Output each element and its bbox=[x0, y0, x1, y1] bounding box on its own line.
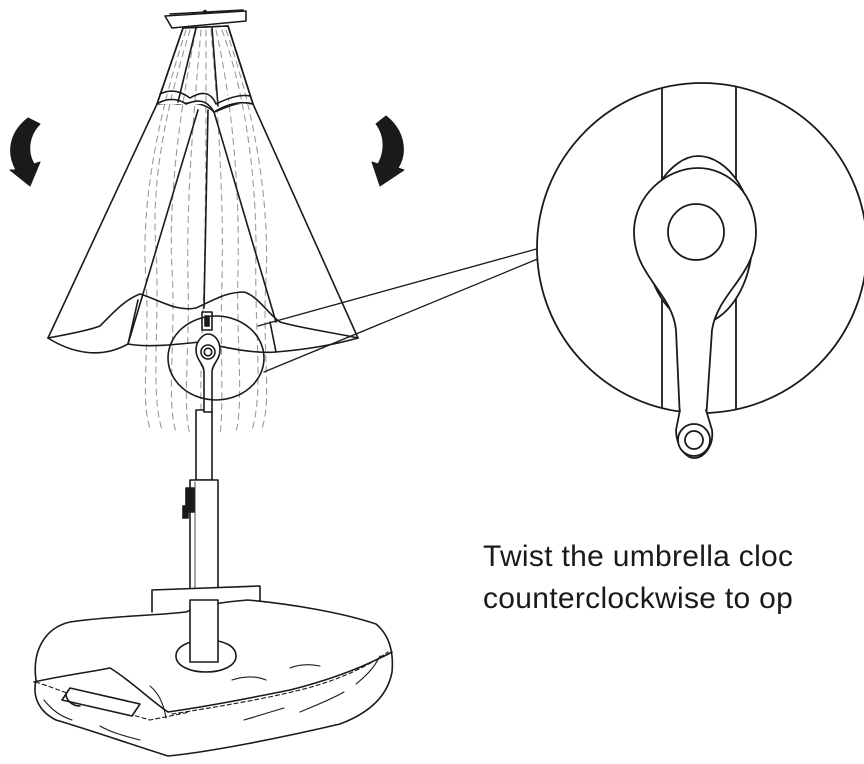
pole-crank bbox=[195, 311, 221, 413]
zoom-leader-lines bbox=[257, 247, 541, 373]
umbrella bbox=[47, 9, 541, 669]
crank-lever-tip bbox=[675, 409, 714, 459]
base-wrinkles bbox=[43, 655, 381, 741]
instruction-caption: Twist the umbrella cloc counterclockwise… bbox=[483, 536, 864, 620]
crank-lever bbox=[633, 167, 757, 413]
base-bag-body bbox=[34, 599, 394, 757]
base-handle bbox=[61, 687, 141, 717]
curved-arrow-right-icon bbox=[371, 115, 405, 187]
instruction-caption-line-1: Twist the umbrella cloc bbox=[483, 540, 794, 573]
zoom-source-circle bbox=[167, 315, 265, 401]
base-bag-top bbox=[33, 651, 393, 713]
zoom-detail bbox=[536, 82, 864, 459]
umbrella-base bbox=[33, 585, 394, 757]
canopy-upper bbox=[156, 25, 254, 113]
instruction-caption-line-2: counterclockwise to op bbox=[483, 582, 794, 615]
curved-arrow-left-icon bbox=[9, 117, 41, 187]
umbrella-top-cap bbox=[164, 9, 247, 29]
